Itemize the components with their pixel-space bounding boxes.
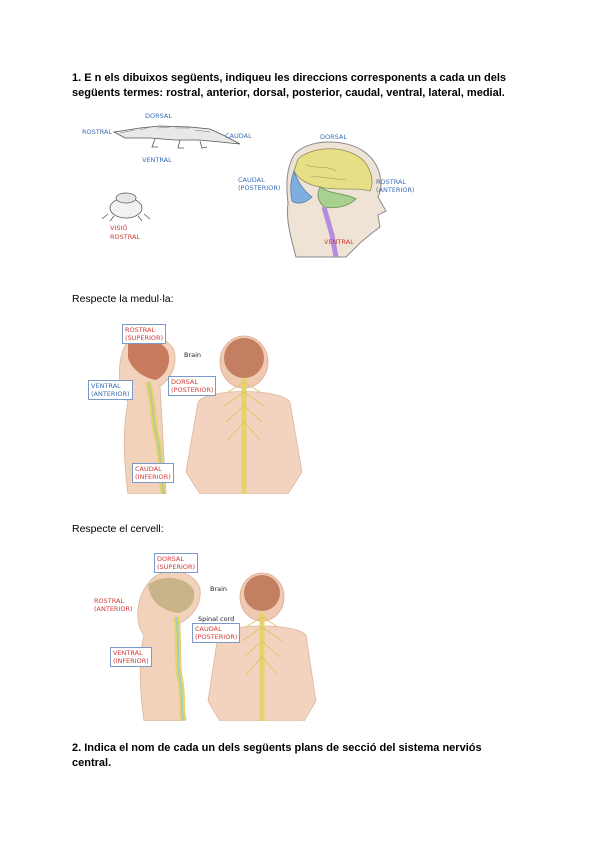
brain-rostral-text: ROSTRAL bbox=[94, 597, 133, 605]
medulla-rostral-text: ROSTRAL bbox=[125, 326, 163, 334]
figure-medulla: ROSTRAL (SUPERIOR) Brain VENTRAL (ANTERI… bbox=[88, 322, 322, 494]
label-dorsal: DORSAL bbox=[145, 112, 172, 120]
medulla-posterior-text: (POSTERIOR) bbox=[171, 386, 213, 394]
figure-brain: DORSAL (SUPERIOR) Brain ROSTRAL (ANTERIO… bbox=[92, 551, 324, 721]
question-1: 1. E n els dibuixos següents, indiqueu l… bbox=[72, 71, 527, 101]
label-visio-rostral: ROSTRAL bbox=[110, 233, 140, 241]
head-label-rostral: ROSTRAL bbox=[376, 178, 406, 186]
head-label-dorsal: DORSAL bbox=[320, 133, 347, 141]
brain-box-ventral: VENTRAL (INFERIOR) bbox=[110, 647, 152, 667]
medulla-box-rostral: ROSTRAL (SUPERIOR) bbox=[122, 324, 166, 344]
label-rostral: ROSTRAL bbox=[82, 128, 112, 136]
medulla-superior-text: (SUPERIOR) bbox=[125, 334, 163, 342]
head-label-caudal: CAUDAL bbox=[238, 176, 265, 184]
medulla-label-brain: Brain bbox=[184, 351, 201, 359]
medulla-ventral-text: VENTRAL bbox=[91, 382, 130, 390]
head-label-posterior: (POSTERIOR) bbox=[238, 184, 280, 192]
label-visio: VISIÓ bbox=[110, 224, 128, 232]
brain-label-rostral: ROSTRAL (ANTERIOR) bbox=[94, 597, 133, 613]
medulla-caudal-text: CAUDAL bbox=[135, 465, 171, 473]
figure-head: DORSAL CAUDAL (POSTERIOR) ROSTRAL (ANTER… bbox=[236, 125, 426, 260]
medulla-box-caudal: CAUDAL (INFERIOR) bbox=[132, 463, 174, 483]
label-ventral: VENTRAL bbox=[142, 156, 172, 164]
brain-anterior-text: (ANTERIOR) bbox=[94, 605, 133, 613]
heading-medulla: Respecte la medul·la: bbox=[72, 293, 174, 305]
spine-medulla-drawing bbox=[88, 322, 322, 494]
medulla-inferior-text: (INFERIOR) bbox=[135, 473, 171, 481]
medulla-box-dorsal: DORSAL (POSTERIOR) bbox=[168, 376, 216, 396]
brain-dorsal-text: DORSAL bbox=[157, 555, 195, 563]
brain-label-brain: Brain bbox=[210, 585, 227, 593]
medulla-anterior-text: (ANTERIOR) bbox=[91, 390, 130, 398]
brain-inferior-text: (INFERIOR) bbox=[113, 657, 149, 665]
head-label-anterior: (ANTERIOR) bbox=[376, 186, 415, 194]
brain-box-dorsal: DORSAL (SUPERIOR) bbox=[154, 553, 198, 573]
brain-posterior-text: (POSTERIOR) bbox=[195, 633, 237, 641]
medulla-box-ventral: VENTRAL (ANTERIOR) bbox=[88, 380, 133, 400]
brain-superior-text: (SUPERIOR) bbox=[157, 563, 195, 571]
heading-brain: Respecte el cervell: bbox=[72, 523, 164, 535]
brain-caudal-text: CAUDAL bbox=[195, 625, 237, 633]
brain-ventral-text: VENTRAL bbox=[113, 649, 149, 657]
medulla-dorsal-text: DORSAL bbox=[171, 378, 213, 386]
brain-label-spinal-cord: Spinal cord bbox=[198, 615, 234, 623]
brain-box-caudal: CAUDAL (POSTERIOR) bbox=[192, 623, 240, 643]
head-label-ventral: VENTRAL bbox=[324, 238, 354, 246]
question-2: 2. Indica el nom de cada un dels següent… bbox=[72, 741, 502, 771]
